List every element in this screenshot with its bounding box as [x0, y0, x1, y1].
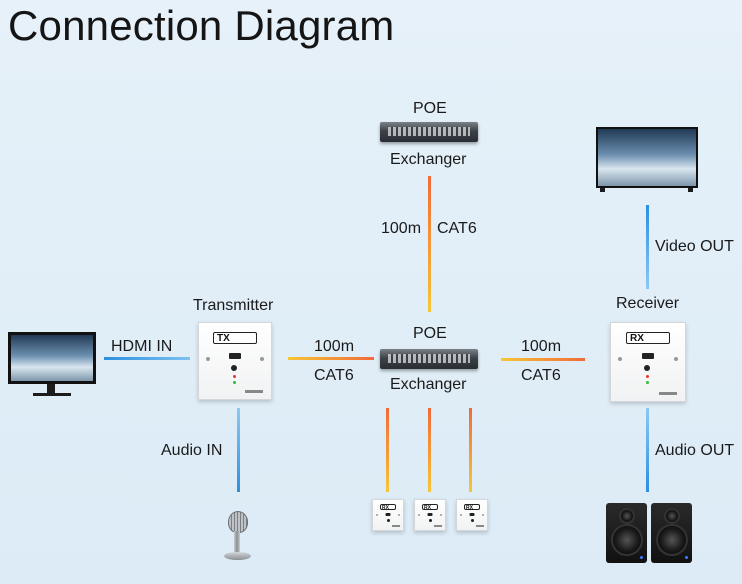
label-video-out: Video OUT — [655, 238, 734, 255]
mini-badge-3: RX — [464, 504, 480, 511]
status-led — [232, 381, 236, 384]
mini-screw-r-2 — [440, 514, 442, 516]
monitor-stand — [47, 384, 55, 393]
mini-screw-r-1 — [398, 514, 400, 516]
mini-screw-l-1 — [376, 514, 378, 516]
tv-foot-right — [688, 188, 693, 192]
mini-tag-1 — [392, 525, 400, 527]
mini-jack-1 — [386, 519, 390, 522]
speaker-right — [651, 503, 692, 563]
screw-left-rx — [618, 357, 622, 361]
mini-badge-1: RX — [380, 504, 396, 511]
diagram-title: Connection Diagram — [8, 2, 395, 49]
hdmi-in-line — [104, 357, 190, 360]
label-exchanger-mid: Exchanger — [390, 376, 467, 393]
audio-in-line — [237, 408, 240, 492]
speaker-left-woofer — [610, 524, 643, 556]
mini-tag-2 — [434, 525, 442, 527]
mini-screw-l-3 — [460, 514, 462, 516]
mini-jack-2 — [428, 519, 432, 522]
mini-screw-l-2 — [418, 514, 420, 516]
speaker-right-led — [685, 556, 688, 559]
screw-right-rx — [674, 357, 678, 361]
mini-port-2 — [427, 513, 433, 516]
mini-receiver-3: RX — [456, 499, 488, 531]
hdmi-port — [229, 353, 241, 359]
mini-tag-3 — [476, 525, 484, 527]
cable-drop-3 — [469, 408, 472, 492]
mini-receiver-1: RX — [372, 499, 404, 531]
transmitter-panel: TX — [198, 322, 272, 400]
label-right-length: 100m — [521, 338, 562, 355]
microphone-base — [224, 552, 251, 560]
status-led-rx — [645, 381, 649, 384]
mini-receiver-2: RX — [414, 499, 446, 531]
monitor-base — [33, 393, 71, 396]
rx-badge: RX — [626, 332, 670, 344]
label-left-cable: CAT6 — [314, 367, 354, 384]
hdmi-port-rx — [642, 353, 654, 359]
poe-switch-middle — [380, 349, 478, 369]
screw-left — [206, 357, 210, 361]
label-exchanger-top: Exchanger — [390, 151, 467, 168]
cable-drop-2 — [428, 408, 431, 492]
model-tag — [245, 390, 263, 393]
mini-badge-2: RX — [422, 504, 438, 511]
label-receiver: Receiver — [616, 295, 680, 312]
cable-drop-1 — [386, 408, 389, 492]
video-out-line — [646, 205, 649, 289]
power-led-rx — [645, 375, 649, 378]
tv-foot-left — [600, 188, 605, 192]
hdmi-source-monitor — [8, 332, 96, 384]
label-top-cable: CAT6 — [437, 220, 477, 237]
label-left-length: 100m — [314, 338, 355, 355]
cable-tx-to-switch — [288, 357, 374, 360]
audio-out-line — [646, 408, 649, 492]
audio-jack — [230, 365, 237, 371]
label-poe-top: POE — [413, 100, 447, 117]
audio-jack-rx — [643, 365, 650, 371]
speaker-right-tweeter — [663, 508, 680, 524]
microphone-stem — [234, 531, 240, 553]
speaker-left-led — [640, 556, 643, 559]
speaker-left-tweeter — [618, 508, 635, 524]
mini-screw-r-3 — [482, 514, 484, 516]
cable-switch-to-rx — [501, 358, 585, 361]
display-tv — [596, 127, 698, 188]
receiver-panel: RX — [610, 322, 686, 402]
mini-port-3 — [469, 513, 475, 516]
power-led — [232, 375, 236, 378]
label-audio-out: Audio OUT — [655, 442, 735, 459]
label-audio-in: Audio IN — [161, 442, 223, 459]
label-hdmi-in: HDMI IN — [111, 338, 173, 355]
label-right-cable: CAT6 — [521, 367, 561, 384]
speaker-right-woofer — [655, 524, 688, 556]
cable-top-to-mid — [428, 176, 431, 312]
screw-right — [260, 357, 264, 361]
label-poe-mid: POE — [413, 325, 447, 342]
tx-badge: TX — [213, 332, 257, 344]
label-transmitter: Transmitter — [193, 297, 274, 314]
model-tag-rx — [659, 392, 677, 395]
mini-port-1 — [385, 513, 391, 516]
poe-switch-top — [380, 122, 478, 142]
mini-jack-3 — [470, 519, 474, 522]
microphone-icon — [228, 511, 248, 533]
speaker-left — [606, 503, 647, 563]
label-top-length: 100m — [381, 220, 422, 237]
